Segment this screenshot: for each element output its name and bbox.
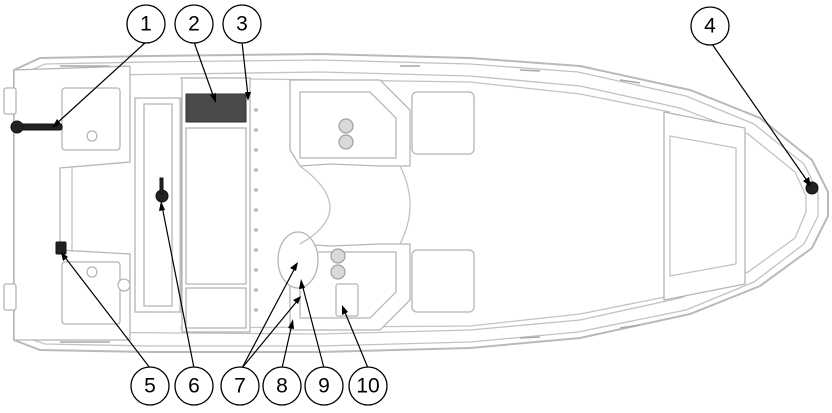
callout-10-label: 10 <box>356 375 379 398</box>
callout-6-label: 6 <box>188 375 200 398</box>
bow-locker <box>663 111 746 301</box>
callout-4-label: 4 <box>704 15 716 38</box>
callout-8: 8 <box>262 366 302 406</box>
callout-3-label: 3 <box>236 13 248 36</box>
callout-3: 3 <box>222 4 262 44</box>
center-seat <box>181 77 258 333</box>
walkthrough <box>299 165 331 245</box>
callout-4: 4 <box>690 6 730 46</box>
starboard-console <box>277 231 411 331</box>
stern-area <box>3 65 131 341</box>
callout-7-label: 7 <box>234 375 246 398</box>
callout-6: 6 <box>174 366 214 406</box>
port-console <box>289 79 411 167</box>
callout-5: 5 <box>130 366 170 406</box>
deck-hatches <box>411 91 475 313</box>
callout-2-label: 2 <box>188 13 200 36</box>
callout-2: 2 <box>174 4 214 44</box>
leader-lines <box>52 41 811 369</box>
callout-5-label: 5 <box>144 375 156 398</box>
aft-bench <box>134 97 182 313</box>
callout-9: 9 <box>304 366 344 406</box>
callout-8-label: 8 <box>276 375 288 398</box>
callout-10: 10 <box>348 366 388 406</box>
callout-1-label: 1 <box>140 13 152 36</box>
callout-1: 1 <box>126 4 166 44</box>
callout-7: 7 <box>220 366 260 406</box>
callout-9-label: 9 <box>318 375 330 398</box>
components <box>10 120 819 255</box>
